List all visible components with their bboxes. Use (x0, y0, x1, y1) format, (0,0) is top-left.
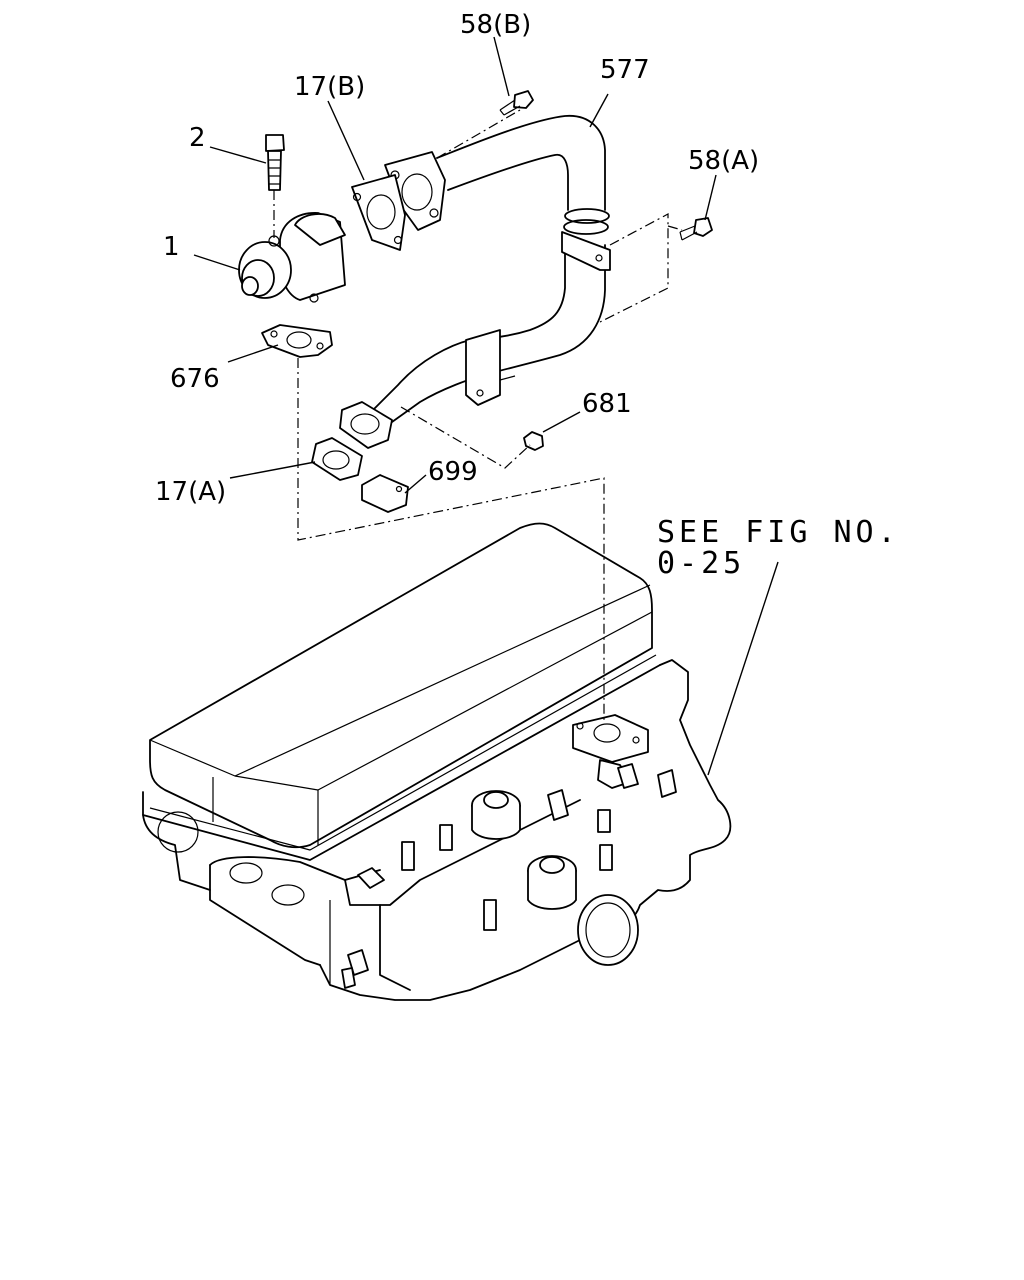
leader-lines (193, 36, 779, 776)
reference-line-2: 0-25 (657, 546, 745, 581)
label-17b: 17(B) (294, 72, 365, 102)
pipe-577 (367, 115, 611, 423)
label-17a: 17(A) (155, 477, 226, 507)
reference-line-1: SEE FIG NO. (657, 515, 900, 550)
gasket-17b (351, 174, 406, 251)
assembly-lines (273, 109, 683, 720)
bolt-58b (499, 90, 534, 116)
bolt-2 (265, 134, 285, 191)
label-58b: 58(B) (460, 10, 531, 40)
gasket-676 (261, 324, 333, 358)
pipe-lower-flange (339, 401, 393, 449)
label-2: 2 (189, 123, 206, 153)
egr-valve-1 (238, 212, 346, 303)
bolt-58a (679, 217, 713, 241)
label-681: 681 (582, 389, 632, 419)
nut-681 (523, 431, 544, 451)
gasket-17a (311, 437, 363, 481)
label-577: 577 (600, 55, 650, 85)
label-58a: 58(A) (688, 146, 759, 176)
engine-block (142, 522, 732, 1001)
plate-699 (361, 474, 409, 513)
label-699: 699 (428, 457, 478, 487)
label-1: 1 (163, 232, 180, 262)
label-676: 676 (170, 364, 220, 394)
